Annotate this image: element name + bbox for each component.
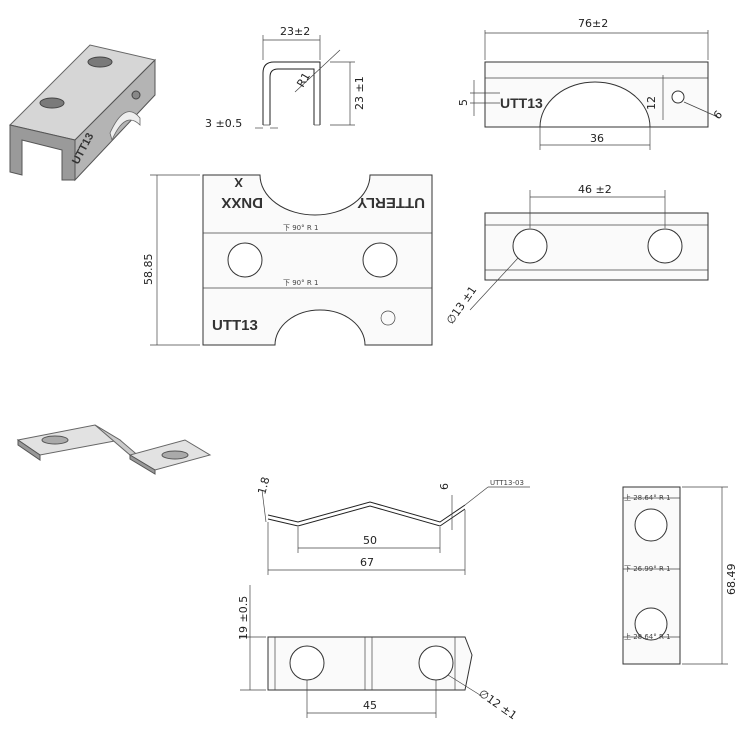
iso-bracket-view: UTT13 <box>9 44 156 182</box>
bracket-side-view: 23±2 23 ±1 R1 3 ±0.5 <box>205 25 366 130</box>
top-spacing-dim: 46 ±2 <box>578 183 612 196</box>
clip-top-hole-dim: ∅12 ±1 <box>476 687 519 722</box>
clip-flat-bend2: 下 26.99° R 1 <box>624 565 671 573</box>
profile-inner-dim: 50 <box>363 534 377 547</box>
profile-overall-dim: 67 <box>360 556 374 569</box>
clip-flat-bend1: 上 28.64° R 1 <box>624 493 671 502</box>
bracket-front-view: 76±2 5 UTT13 12 6 36 <box>457 17 725 150</box>
bracket-top-view: 46 ±2 ∅13 ±1 <box>444 183 709 327</box>
front-width-dim: 76±2 <box>578 17 608 30</box>
clip-top-spacing-dim: 45 <box>363 699 377 712</box>
clip-top-height-dim: 19 ±0.5 <box>237 596 250 640</box>
front-mark: UTT13 <box>500 95 543 111</box>
front-hole-height-dim: 12 <box>645 96 658 110</box>
clip-flat-view: 上 28.64° R 1 下 26.99° R 1 上 28.64° R 1 6… <box>622 486 738 665</box>
side-radius-label: R1 <box>294 70 313 89</box>
flat-mark-x: X <box>234 175 243 190</box>
flat-pattern-view: 下 90° R 1 下 90° R 1 DNXX X UTTERLY UTT13… <box>142 174 433 346</box>
side-width-dim: 23±2 <box>280 25 310 38</box>
profile-part-label: UTT13-03 <box>490 479 524 487</box>
flat-mark-bottom: UTT13 <box>212 317 258 334</box>
side-thickness-dim: 3 ±0.5 <box>205 117 242 130</box>
flat-mark-top: UTTERLY <box>357 194 425 211</box>
profile-thickness-dim: 1.8 <box>255 476 272 496</box>
clip-flat-bend3: 上 28.64° R 1 <box>624 632 671 641</box>
flat-height-dim: 58.85 <box>142 254 155 286</box>
flat-bend2: 下 90° R 1 <box>283 279 318 287</box>
clip-flat-length-dim: 68.49 <box>725 564 738 596</box>
clip-top-view: 19 ±0.5 45 ∅12 ±1 <box>237 585 519 722</box>
profile-rise-dim: 6 <box>438 483 451 490</box>
clip-profile-view: 1.8 6 UTT13-03 50 67 <box>255 476 530 575</box>
front-hole-dim: 6 <box>711 108 725 122</box>
side-height-dim: 23 ±1 <box>353 76 366 110</box>
front-top-dim: 5 <box>457 99 470 106</box>
flat-mark-brand: DNXX <box>221 194 263 211</box>
front-cutout-dim: 36 <box>590 132 604 145</box>
iso-clip-view <box>16 424 212 475</box>
flat-bend1: 下 90° R 1 <box>283 224 318 232</box>
